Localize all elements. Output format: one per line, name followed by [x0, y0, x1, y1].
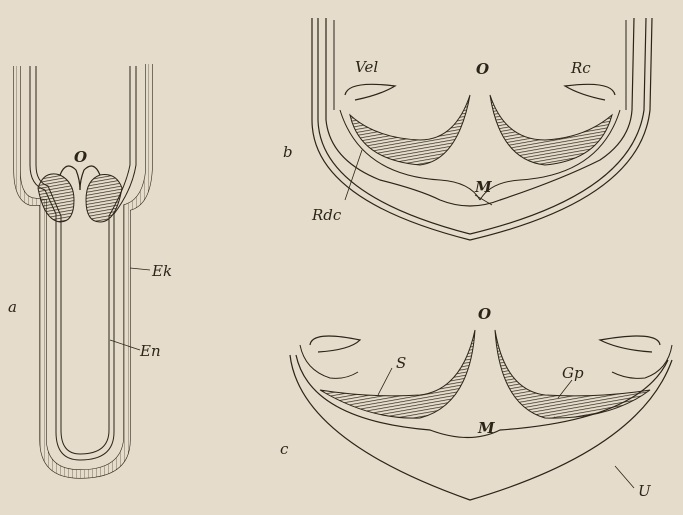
label-rdc: Rdc — [311, 206, 342, 224]
label-en: En — [139, 342, 161, 360]
label-c-m: M — [477, 419, 495, 437]
panel-letter-c: c — [280, 440, 289, 458]
label-ek: Ek — [151, 262, 172, 280]
panel-a: O Ek En a — [8, 64, 172, 478]
label-c-o: O — [478, 305, 491, 323]
label-s: S — [396, 354, 406, 372]
label-a-o: O — [74, 148, 87, 166]
label-b-o: O — [476, 60, 489, 78]
label-vel: Vel — [355, 58, 378, 76]
label-u: U — [638, 482, 652, 500]
label-b-m: M — [474, 178, 492, 196]
panel-letter-b: b — [283, 143, 293, 161]
panel-letter-a: a — [8, 298, 17, 316]
panel-b: Vel O Rc M Rdc b — [283, 18, 652, 240]
panel-c: O S Gp M U c — [280, 305, 672, 500]
label-rc: Rc — [570, 59, 591, 77]
label-gp: Gp — [562, 364, 584, 382]
